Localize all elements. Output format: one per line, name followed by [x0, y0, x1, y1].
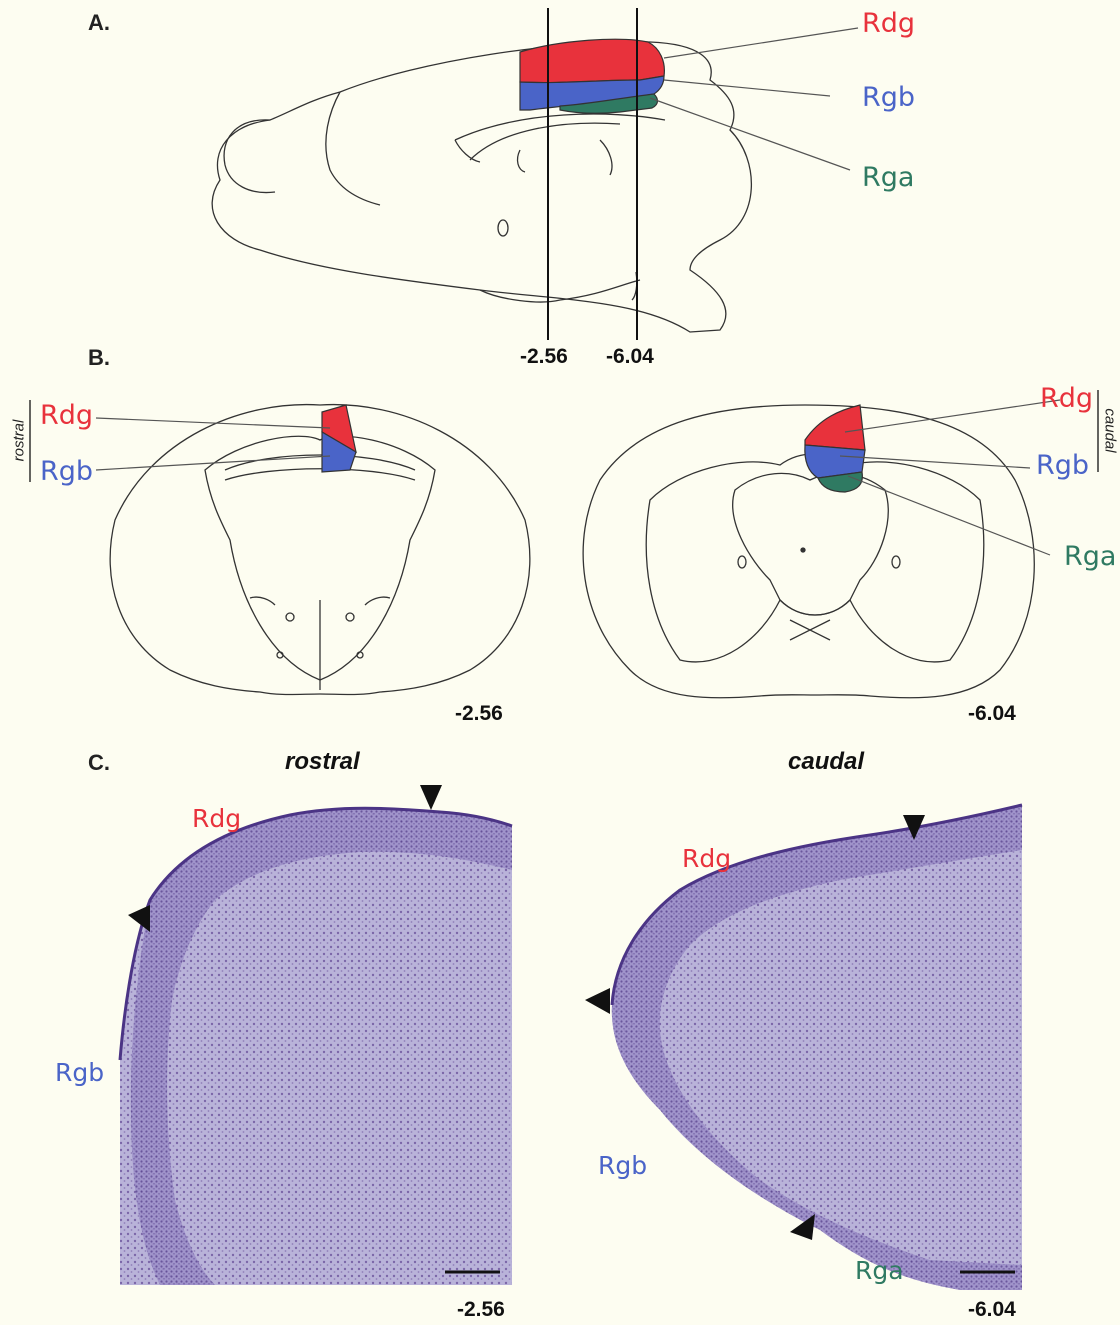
panel-c-coord-rostral: -2.56 [457, 1298, 505, 1322]
panel-c-caudal-rga-label: Rga [855, 1258, 904, 1283]
panel-c-rostral-rdg-label: Rdg [192, 806, 241, 831]
panel-c-coord-caudal: -6.04 [968, 1298, 1016, 1322]
panel-c-rostral-rgb-label: Rgb [55, 1060, 104, 1085]
panel-c-caudal-rdg-label: Rdg [682, 846, 731, 871]
panel-c-caudal-rgb-label: Rgb [598, 1153, 647, 1178]
